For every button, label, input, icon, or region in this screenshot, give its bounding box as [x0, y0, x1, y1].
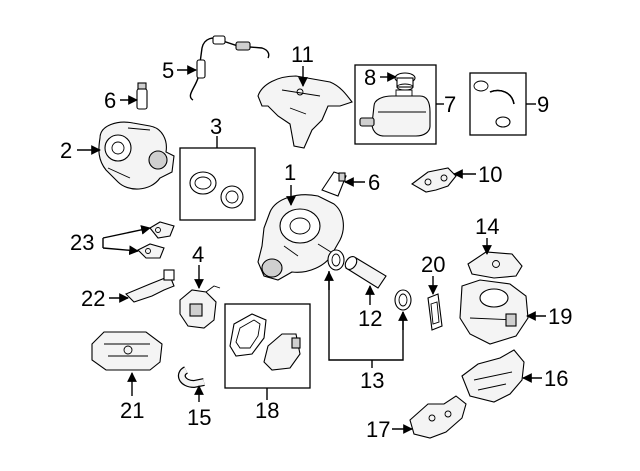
- callout-14: 14: [475, 214, 499, 239]
- side-heat-shield: [461, 349, 525, 403]
- leader-13: [328, 271, 404, 361]
- gasket-set: [189, 171, 244, 209]
- leader-23-bottom: [102, 245, 139, 256]
- coolant-reservoir: [359, 89, 431, 137]
- callout-11: 11: [291, 42, 314, 67]
- callout-1: 1: [284, 160, 296, 185]
- intake-pipe: [344, 256, 387, 289]
- callout-6a: 6: [104, 88, 116, 113]
- callout-19: 19: [548, 304, 572, 329]
- lower-heat-shield: [91, 331, 163, 371]
- callout-3: 3: [210, 114, 222, 139]
- callout-13: 13: [360, 368, 384, 393]
- oil-fitting: [136, 82, 148, 110]
- callout-12: 12: [358, 306, 382, 331]
- pressure-sensor: [229, 313, 301, 371]
- turbocharger: [257, 194, 344, 281]
- lower-bracket: [409, 395, 467, 439]
- callout-5: 5: [162, 58, 174, 83]
- callout-23: 23: [70, 230, 94, 255]
- callout-8: 8: [364, 65, 376, 90]
- bypass-valve: [459, 279, 529, 345]
- sensor-connector: [321, 171, 347, 197]
- callout-22: 22: [81, 286, 105, 311]
- pipe-seal-right: [394, 289, 412, 311]
- callout-16: 16: [544, 366, 568, 391]
- callout-2: 2: [60, 138, 72, 163]
- callout-17: 17: [366, 417, 390, 442]
- actuator-linkage: [125, 269, 175, 303]
- callout-21: 21: [120, 398, 144, 423]
- vacuum-hose: [177, 366, 205, 389]
- upper-bracket: [467, 251, 523, 279]
- callout-7: 7: [444, 92, 456, 117]
- callout-6b: 6: [368, 170, 380, 195]
- heat-shield: [257, 75, 353, 149]
- pipe-seal-left: [327, 249, 345, 271]
- callout-20: 20: [421, 252, 445, 277]
- leader-23-top: [102, 225, 151, 239]
- bracket-pair: [137, 221, 175, 259]
- reservoir-cap: [394, 72, 416, 91]
- coolant-hose: [473, 80, 515, 128]
- mounting-bracket: [411, 167, 457, 193]
- turbocharger-assembly: [98, 121, 175, 190]
- oil-feed-line: [189, 35, 270, 101]
- callout-15: 15: [187, 405, 211, 430]
- callout-18: 18: [255, 398, 279, 423]
- callout-10: 10: [478, 162, 502, 187]
- callout-9: 9: [537, 92, 549, 117]
- gasket-plate: [427, 293, 443, 331]
- wastegate-actuator: [179, 285, 221, 329]
- callout-4: 4: [192, 242, 204, 267]
